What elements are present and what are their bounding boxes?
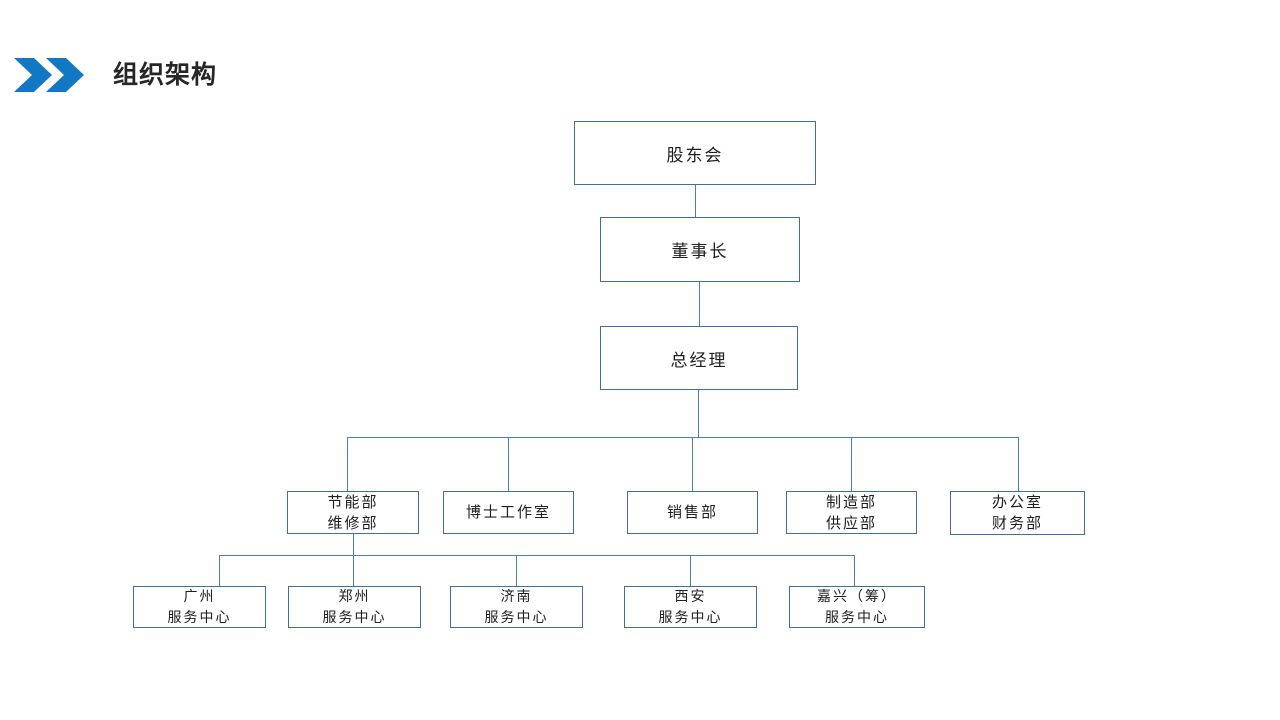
slide-header: 组织架构 — [0, 48, 1280, 104]
node-label-line1: 博士工作室 — [465, 504, 551, 521]
double-chevron-right-icon — [14, 57, 86, 93]
node-label-line2: 财务部 — [991, 515, 1043, 532]
node-chairman[interactable]: 董事长 — [600, 217, 800, 282]
node-label-line2: 服务中心 — [825, 609, 889, 625]
node-label-line1: 节能部 — [327, 493, 379, 511]
node-label-line1: 济南 — [500, 588, 533, 604]
node-svc-zhengzhou[interactable]: 郑州 服务中心 — [288, 586, 421, 628]
connector-gm-drop — [698, 390, 699, 437]
node-dept-sales[interactable]: 销售部 — [627, 491, 758, 534]
node-label-line1: 广州 — [183, 588, 216, 604]
connector-bus-to-svc-jiaxing — [854, 555, 855, 586]
node-svc-xian[interactable]: 西安 服务中心 — [624, 586, 757, 628]
node-general-manager[interactable]: 总经理 — [600, 326, 798, 390]
node-dept-energy[interactable]: 节能部 维修部 — [287, 491, 419, 534]
page-title: 组织架构 — [113, 61, 218, 89]
node-dept-doctor-studio[interactable]: 博士工作室 — [443, 491, 574, 534]
node-label-line1: 销售部 — [666, 504, 718, 521]
node-label-line1: 办公室 — [991, 494, 1043, 511]
node-dept-manufacturing[interactable]: 制造部 供应部 — [786, 491, 917, 534]
connector-bus-to-svc-guangzhou — [219, 555, 220, 586]
connector-bus-to-dept-sales — [692, 437, 693, 491]
node-label-line1: 制造部 — [825, 493, 877, 511]
node-label-line2: 服务中心 — [167, 609, 232, 625]
node-shareholders[interactable]: 股东会 — [574, 121, 816, 185]
node-label-line2: 维修部 — [327, 514, 379, 532]
node-label-line1: 郑州 — [338, 588, 371, 604]
node-label-line1: 总经理 — [670, 350, 728, 370]
node-label-line2: 服务中心 — [658, 609, 723, 625]
node-label-line2: 服务中心 — [322, 609, 387, 625]
node-label-line1: 嘉兴（筹） — [817, 588, 897, 604]
connector-bus-to-dept-energy — [347, 437, 348, 491]
connector-dept-energy-drop — [353, 534, 354, 555]
node-svc-guangzhou[interactable]: 广州 服务中心 — [133, 586, 266, 628]
node-label-line2: 服务中心 — [484, 609, 549, 625]
connector-dept-bus — [347, 437, 1018, 438]
node-label-line1: 董事长 — [671, 242, 729, 261]
node-label-line1: 西安 — [674, 588, 707, 604]
node-svc-jinan[interactable]: 济南 服务中心 — [450, 586, 583, 628]
connector-bus-to-svc-zhengzhou — [353, 555, 354, 586]
connector-bus-to-dept-doctor-studio — [508, 437, 509, 491]
node-label-line1: 股东会 — [666, 145, 724, 165]
connector-bus-to-dept-manufacturing — [851, 437, 852, 491]
node-dept-office[interactable]: 办公室 财务部 — [950, 491, 1085, 535]
connector-bus-to-svc-xian — [690, 555, 691, 586]
connector-service-bus — [219, 555, 855, 556]
connector-bus-to-dept-office — [1018, 437, 1019, 491]
node-svc-jiaxing[interactable]: 嘉兴（筹） 服务中心 — [789, 586, 925, 628]
connector-chairman-to-gm — [699, 282, 700, 326]
connector-shareholders-to-chairman — [695, 185, 696, 217]
connector-bus-to-svc-jinan — [516, 555, 517, 586]
node-label-line2: 供应部 — [825, 514, 877, 532]
